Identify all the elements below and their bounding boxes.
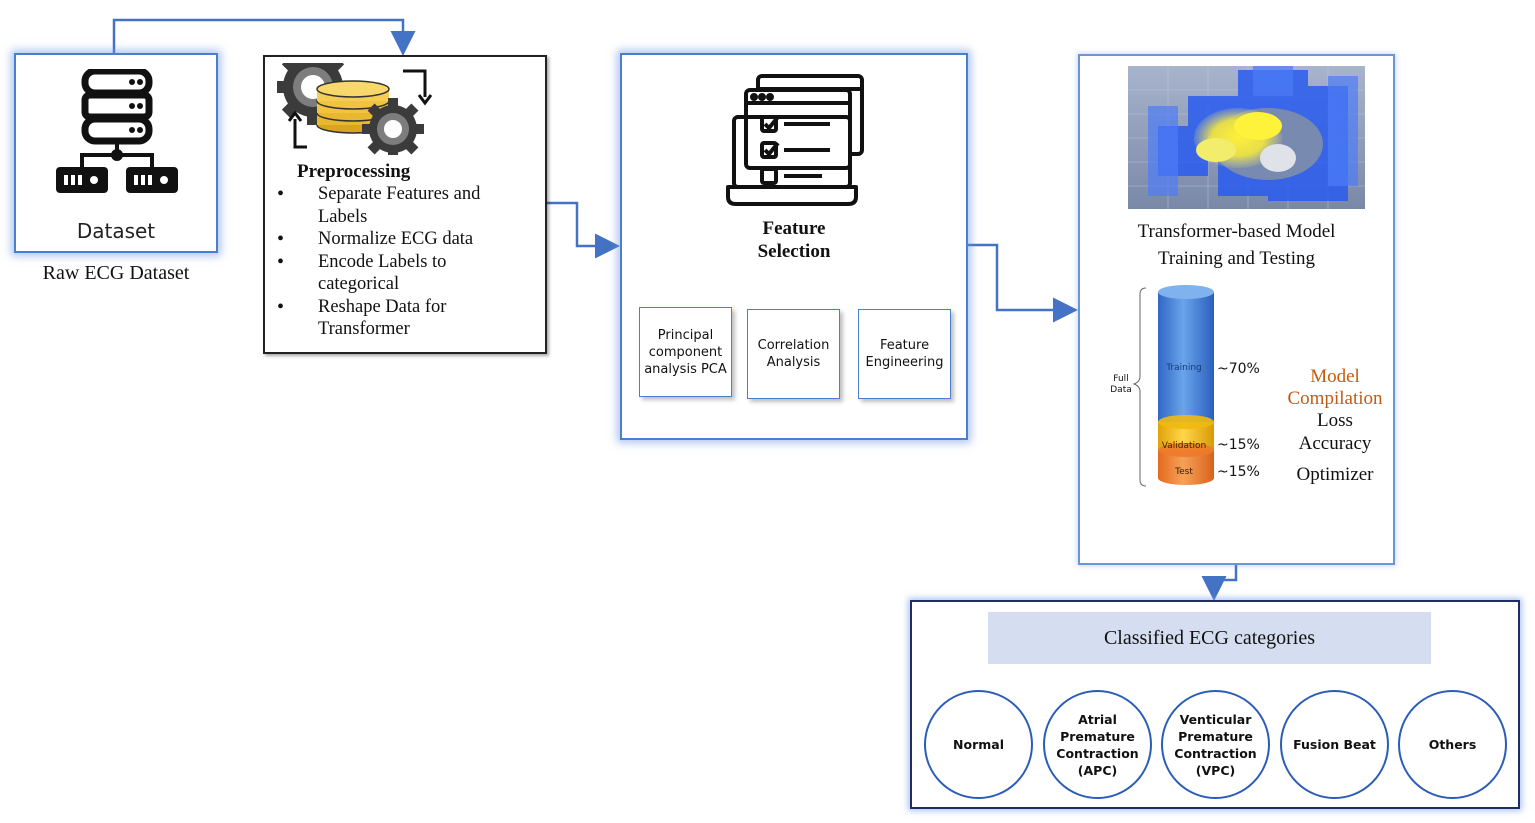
preprocessing-step: Normalize ECG data <box>273 228 543 251</box>
classification-title: Classified ECG categories <box>988 612 1431 664</box>
category-normal: Normal <box>924 690 1033 799</box>
compilation-title: Model Compilation <box>1280 366 1390 410</box>
step-line: Reshape Data for <box>318 296 447 317</box>
segment-name-validation: Validation <box>1161 441 1207 451</box>
classification-box: Classified ECG categories Normal Atrial … <box>910 600 1520 809</box>
step-line: Encode Labels to <box>318 251 447 272</box>
title-line: Training and Testing <box>1157 248 1315 269</box>
method-pca-box: Principal component analysis PCA <box>639 307 732 397</box>
method-line: Principal <box>657 327 714 343</box>
method-line: Correlation <box>757 338 830 353</box>
category-line: Normal <box>953 737 1004 752</box>
category-line: Contraction <box>1174 745 1257 761</box>
checklist-laptop-icon <box>726 74 864 206</box>
full-data-label: Full Data <box>1106 374 1136 396</box>
preprocessing-steps-list: Separate Features and Labels Normalize E… <box>273 183 543 341</box>
percent-validation: ~15% <box>1217 437 1260 453</box>
preprocessing-step: Reshape Data for Transformer <box>273 296 543 341</box>
preprocessing-title: Preprocessing <box>297 161 411 182</box>
category-line: Venticular <box>1179 711 1252 727</box>
model-box: Transformer-based Model Training and Tes… <box>1078 54 1395 565</box>
method-line: component <box>648 344 723 360</box>
category-line: Atrial <box>1078 711 1117 727</box>
label-line: Data <box>1110 385 1132 395</box>
feature-selection-title: Feature Selection <box>622 217 966 263</box>
step-line: Separate Features and <box>318 184 481 204</box>
compilation-item-optimizer: Optimizer <box>1296 464 1374 485</box>
segment-name-training: Training <box>1166 363 1202 373</box>
compilation-item-loss: Loss <box>1317 410 1353 431</box>
arrow-preprocessing-to-feature-selection <box>543 201 620 259</box>
category-line: (VPC) <box>1195 762 1236 778</box>
arrow-dataset-to-preprocessing <box>112 18 416 56</box>
method-line: Engineering <box>865 355 944 370</box>
method-line: Analysis <box>766 355 821 370</box>
raw-dataset-caption: Raw ECG Dataset <box>42 262 190 284</box>
title-line: Selection <box>757 241 831 262</box>
category-line: (APC) <box>1077 762 1118 778</box>
arrow-model-to-classification <box>1201 562 1238 601</box>
cylinder-segment-test <box>1158 450 1214 485</box>
preprocessing-box: Preprocessing Separate Features and Labe… <box>263 55 547 354</box>
cylinder-segment-training-cap <box>1158 285 1214 299</box>
database-server-icon <box>56 69 178 193</box>
cylinder-segment-training <box>1158 292 1214 429</box>
method-correlation-box: Correlation Analysis <box>747 309 840 399</box>
title-line: Model <box>1310 366 1360 387</box>
title-line: Feature <box>762 218 826 239</box>
dataset-icon-label: Dataset <box>76 219 156 243</box>
cylinder-segment-test-cap <box>1158 443 1214 457</box>
cylinder-segment-validation-cap <box>1158 415 1214 429</box>
percent-training: ~70% <box>1217 361 1260 377</box>
gears-database-icon <box>277 63 433 155</box>
category-line: Premature <box>1060 728 1135 744</box>
data-split-cylinder <box>1132 285 1214 487</box>
arrow-feature-selection-to-model <box>964 243 1078 323</box>
category-line: Fusion Beat <box>1293 737 1376 752</box>
model-title: Transformer-based Model Training and Tes… <box>1080 218 1393 272</box>
segment-name-test: Test <box>1175 467 1193 477</box>
step-line: Labels <box>318 206 368 227</box>
percent-test: ~15% <box>1217 464 1260 480</box>
dataset-box: Dataset <box>14 53 218 253</box>
category-fusion-beat: Fusion Beat <box>1280 690 1389 799</box>
category-line: Premature <box>1178 728 1253 744</box>
label-line: Full <box>1113 374 1129 384</box>
compilation-item-accuracy: Accuracy <box>1298 433 1372 454</box>
preprocessing-step: Separate Features and Labels <box>273 183 543 228</box>
category-vpc: Venticular Premature Contraction (VPC) <box>1161 690 1270 799</box>
method-line: Feature <box>879 338 930 353</box>
method-feature-engineering-box: Feature Engineering <box>858 309 951 399</box>
step-line: categorical <box>318 274 400 294</box>
title-line: Transformer-based Model <box>1137 221 1336 242</box>
preprocessing-step: Encode Labels to categorical <box>273 251 543 296</box>
step-line: Normalize ECG data <box>318 229 474 249</box>
step-line: Transformer <box>318 319 410 339</box>
method-line: analysis PCA <box>644 361 727 377</box>
category-apc: Atrial Premature Contraction (APC) <box>1043 690 1152 799</box>
title-line: Compilation <box>1287 388 1383 409</box>
feature-selection-box: Feature Selection Principal component an… <box>620 53 968 440</box>
category-line: Others <box>1428 737 1477 752</box>
category-line: Contraction <box>1056 745 1139 761</box>
transformer-visualization-image <box>1128 66 1365 209</box>
category-others: Others <box>1398 690 1507 799</box>
